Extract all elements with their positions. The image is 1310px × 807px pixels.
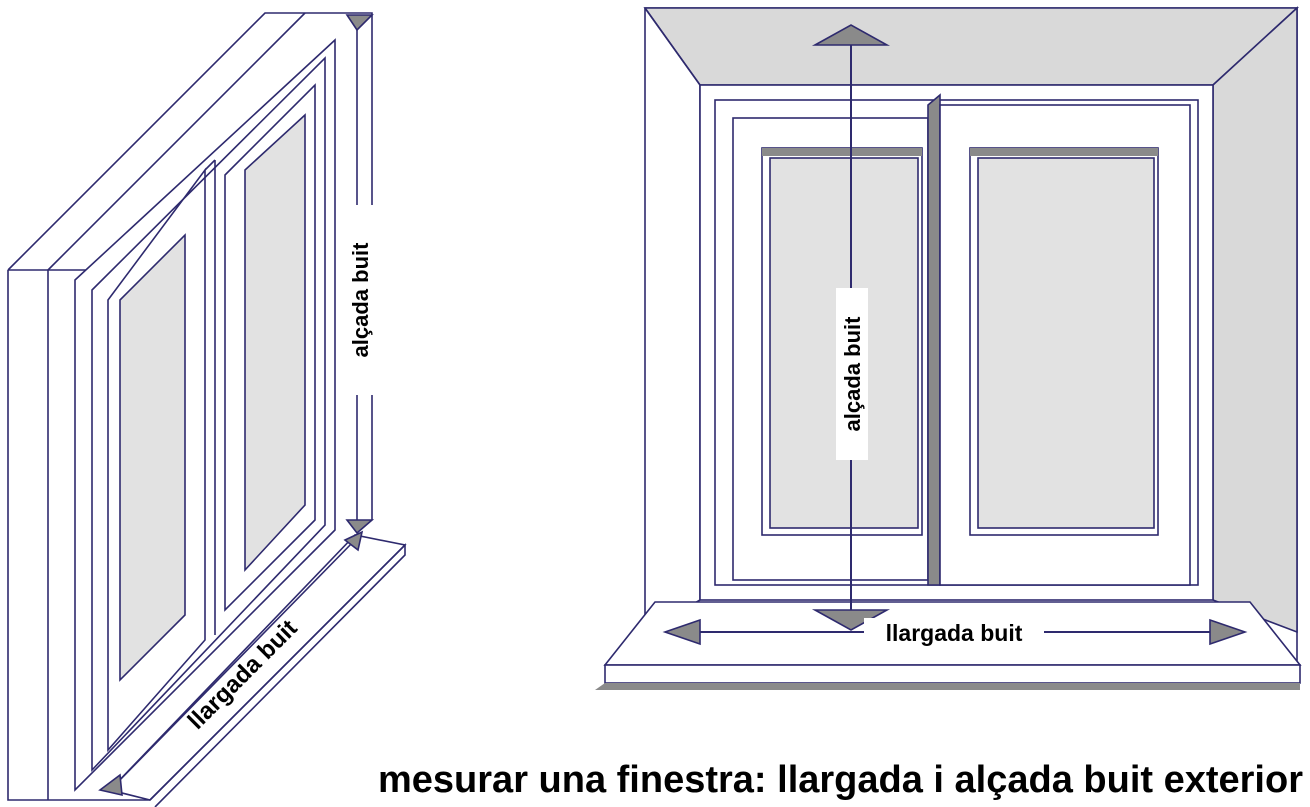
front-width-arrow-left — [662, 618, 701, 646]
front-width-label-bg — [864, 618, 1044, 648]
sill-front — [149, 543, 406, 807]
width-arrow-left — [98, 773, 123, 797]
front-window — [595, 6, 1302, 690]
meeting-rail — [204, 159, 216, 171]
height-arrow-top — [345, 14, 374, 32]
reveal-right — [1212, 6, 1298, 634]
front-height-arrow-top — [811, 24, 891, 46]
left-glass-top-shadow — [762, 148, 922, 156]
glass-right — [244, 113, 306, 573]
sill-shadow — [595, 683, 1300, 690]
front-width-arrow-right — [1209, 618, 1248, 646]
front-width-label: llargada buit — [886, 620, 1023, 646]
height-arrow-bottom — [345, 519, 375, 535]
diagram-caption: mesurar una finestra: llargada i alçada … — [378, 759, 1303, 801]
left-height-label: alçada buit — [348, 242, 373, 358]
width-dimension-line — [114, 539, 356, 786]
sash-right — [224, 83, 316, 612]
width-arrow-right — [343, 530, 364, 552]
sash-left — [107, 167, 206, 753]
front-height-label-bg — [836, 288, 868, 460]
reveal-left-edge — [644, 7, 701, 86]
perspective-window — [7, 12, 407, 807]
frame-inner — [91, 56, 326, 773]
right-glass — [977, 157, 1155, 529]
sill-front-face — [604, 664, 1301, 684]
glass-left — [119, 233, 186, 682]
front-height-label: alçada buit — [840, 316, 865, 432]
left-sash-shadow — [927, 93, 941, 586]
reveal-top — [643, 7, 1300, 86]
wall-diag-edge — [47, 12, 306, 271]
left-height-label-bg — [343, 205, 373, 395]
right-glass-top-shadow — [970, 148, 1158, 156]
